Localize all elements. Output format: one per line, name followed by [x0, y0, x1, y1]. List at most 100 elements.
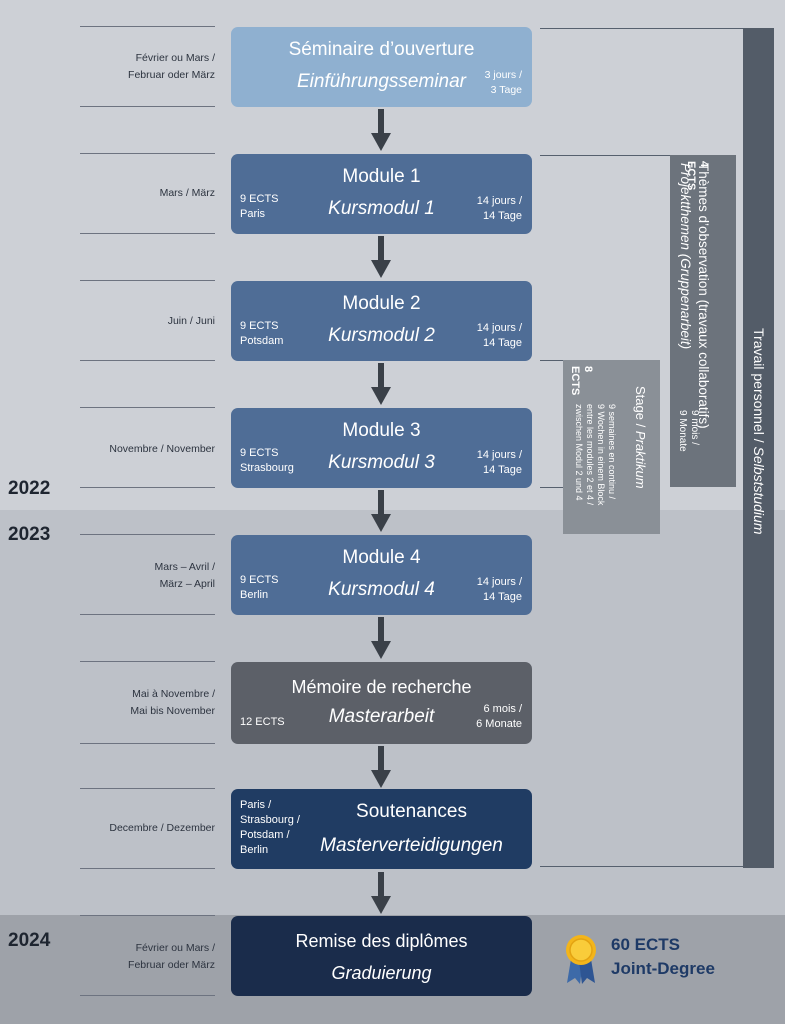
down-arrow-icon: [371, 746, 391, 788]
step-title-de: Graduierung: [331, 963, 432, 983]
step-defense: Soutenances Masterverteidigungen Paris /…: [231, 789, 532, 869]
step-graduation: Remise des diplômes Graduierung: [231, 916, 532, 996]
duration-line: 9 mois /: [689, 410, 700, 446]
duration-line: 3 jours /: [484, 69, 522, 81]
ects-label: ECTS: [569, 366, 581, 396]
stage-title-de: Praktikum: [633, 430, 648, 489]
step-ects-place: 9 ECTS Berlin: [240, 573, 279, 603]
step-ects-place: 9 ECTS Potsdam: [240, 319, 283, 349]
date-line: Decembre / Dezember: [109, 822, 215, 834]
ects-value: 9 ECTS: [240, 193, 279, 205]
themes-line-fr: Thèmes d’observation (travaux collaborat…: [696, 163, 711, 429]
themes-ects: 4 ECTS: [670, 161, 710, 190]
date-module-2: Juin / Juni: [168, 313, 215, 330]
down-arrow-icon: [371, 236, 391, 278]
year-label-2022: 2022: [8, 478, 51, 499]
bracket-line-themes-top: [540, 155, 670, 156]
down-arrow-icon: [371, 109, 391, 151]
stage-line: 9 semaines en continu /: [607, 404, 617, 500]
medal-icon: [566, 935, 596, 984]
date-line: Juin / Juni: [167, 315, 215, 327]
step-seminar: Séminaire d’ouverture Einführungsseminar…: [231, 27, 532, 107]
date-line: Novembre / November: [109, 443, 215, 455]
step-thesis: Mémoire de recherche Masterarbeit 12 ECT…: [231, 662, 532, 744]
ects-value: 9 ECTS: [240, 574, 279, 586]
place-name: Strasbourg: [240, 462, 294, 474]
guide-line: [80, 26, 215, 27]
date-graduation: Février ou Mars / Februar oder März: [128, 940, 215, 974]
step-title-de: Einführungsseminar: [297, 71, 466, 92]
duration-line: 9 Monate: [677, 410, 688, 452]
date-defense: Decembre / Dezember: [109, 820, 215, 837]
ects-badge-text: 4 ECTS: [684, 161, 710, 190]
place-line: Strasbourg /: [240, 814, 300, 826]
step-title-de: Kursmodul 3: [328, 452, 435, 473]
date-line: Mars / März: [159, 187, 215, 199]
ects-value: 9 ECTS: [240, 320, 279, 332]
stage-bar: [563, 360, 660, 534]
duration-line: 14 Tage: [483, 464, 522, 476]
date-line: Mars – Avril /: [154, 561, 216, 573]
step-duration: 14 jours / 14 Tage: [477, 575, 522, 605]
step-title-fr: Module 4: [342, 547, 421, 568]
bracket-line-travail-top: [540, 28, 743, 29]
guide-line: [80, 788, 215, 789]
step-duration: 3 jours / 3 Tage: [485, 68, 522, 98]
date-module-3: Novembre / November: [109, 441, 215, 458]
duration-line: 14 jours /: [476, 449, 522, 461]
step-duration: 6 mois / 6 Monate: [476, 702, 522, 732]
step-module-2: Module 2 Kursmodul 2 9 ECTS Potsdam 14 j…: [231, 281, 532, 361]
stage-line: 9 Wochen in einem Block: [596, 404, 606, 506]
stage-line: entre les modules 2 et 4 /: [585, 404, 595, 506]
duration-line: 14 Tage: [483, 337, 522, 349]
guide-line: [80, 280, 215, 281]
ects-label: ECTS: [685, 161, 697, 191]
bracket-line-themes-bottom: [540, 487, 563, 488]
guide-line: [80, 995, 215, 996]
guide-line: [80, 534, 215, 535]
themes-label: Thèmes d’observation (travaux collaborat…: [676, 163, 712, 429]
label-fr: Travail personnel /: [751, 328, 767, 447]
travail-personnel-bar: Travail personnel / Selbststudium: [743, 28, 774, 868]
bracket-line-travail-bottom: [540, 866, 743, 867]
guide-line: [80, 487, 215, 488]
step-title-de: Masterverteidigungen: [320, 835, 503, 856]
duration-line: 14 jours /: [476, 322, 522, 334]
date-line: Mai bis November: [130, 705, 215, 717]
guide-line: [80, 360, 215, 361]
stage-title: Stage / Praktikum: [631, 386, 649, 489]
duration-line: 14 jours /: [476, 195, 522, 207]
guide-line: [80, 153, 215, 154]
step-title-fr: Module 3: [342, 420, 421, 441]
travail-personnel-label: Travail personnel / Selbststudium: [749, 328, 768, 534]
stage-title-fr: Stage /: [633, 386, 648, 431]
stage-line: zwischen Modul 2 und 4: [574, 404, 584, 501]
step-duration: 14 jours / 14 Tage: [477, 448, 522, 478]
step-title-fr: Module 1: [342, 166, 421, 187]
guide-line: [80, 743, 215, 744]
step-places: Paris / Strasbourg / Potsdam / Berlin: [240, 798, 300, 858]
ects-number: 8: [582, 366, 594, 373]
date-seminar: Février ou Mars / Februar oder März: [128, 50, 215, 84]
down-arrow-icon: [371, 617, 391, 659]
ects-number: 4: [698, 161, 710, 168]
ects-value: 9 ECTS: [240, 447, 279, 459]
date-line: Februar oder März: [128, 959, 215, 971]
joint-degree-badge: 60 ECTS Joint-Degree: [611, 933, 715, 981]
step-module-3: Module 3 Kursmodul 3 9 ECTS Strasbourg 1…: [231, 408, 532, 488]
step-title-fr: Séminaire d’ouverture: [288, 39, 475, 60]
step-title-de: Kursmodul 4: [328, 579, 435, 600]
step-title-de: Masterarbeit: [328, 706, 435, 727]
down-arrow-icon: [371, 490, 391, 532]
duration-line: 14 Tage: [483, 591, 522, 603]
date-module-1: Mars / März: [160, 185, 215, 202]
step-ects-place: 9 ECTS Strasbourg: [240, 446, 294, 476]
label-de: Selbststudium: [751, 446, 767, 535]
year-label-2023: 2023: [8, 524, 51, 545]
place-line: Potsdam /: [240, 829, 290, 841]
step-title-fr: Module 2: [342, 293, 421, 314]
step-title-fr: Mémoire de recherche: [291, 677, 472, 697]
step-duration: 14 jours / 14 Tage: [477, 321, 522, 351]
bracket-line-stage-top: [540, 360, 563, 361]
